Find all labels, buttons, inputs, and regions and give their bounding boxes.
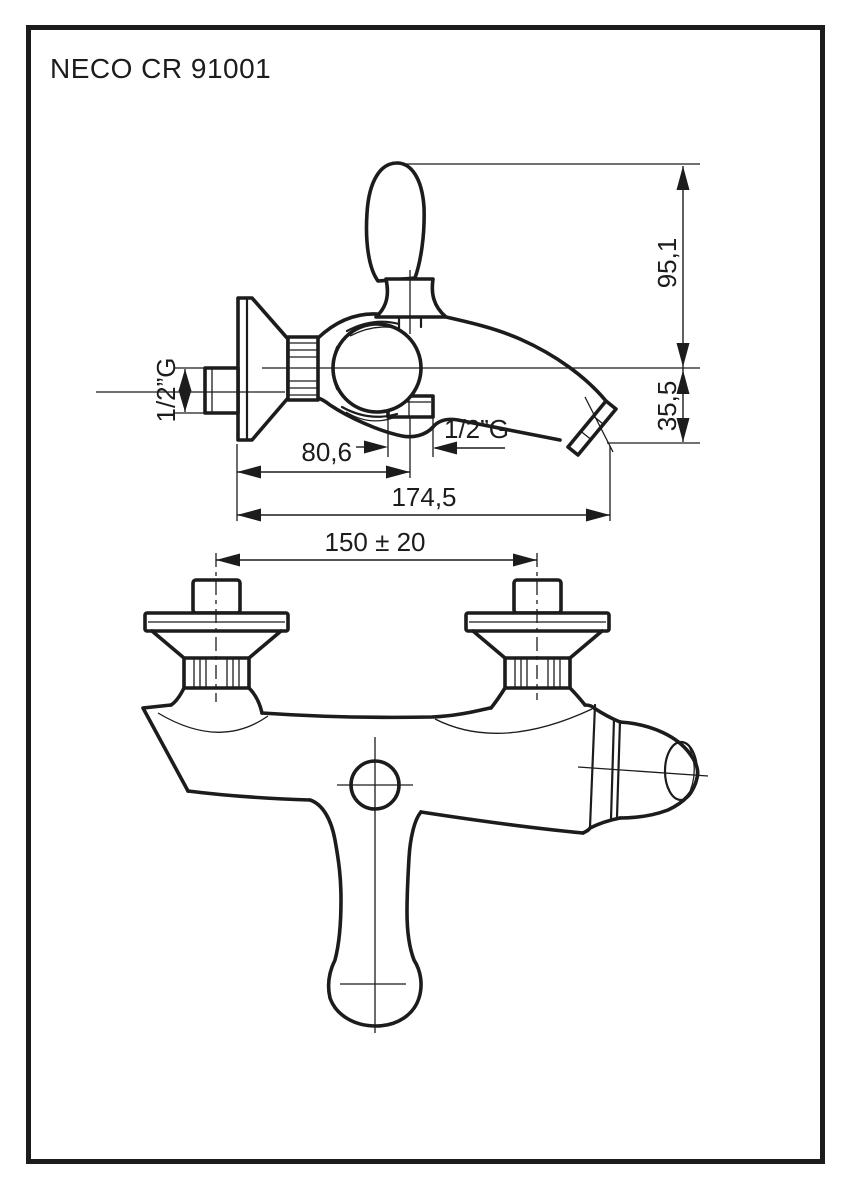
- arrowhead: [386, 465, 410, 479]
- arrowhead: [676, 166, 690, 190]
- dimension-80-6: 80,6: [236, 418, 411, 521]
- body-inner-arc-left: [157, 712, 269, 733]
- spout-top-view: [577, 703, 709, 835]
- dim-35-5-value: 35,5: [652, 381, 682, 432]
- inlet-nipple: [203, 366, 240, 415]
- spout-underside: [316, 396, 562, 442]
- spout-nose: [618, 720, 700, 820]
- inlet-thread-label: 1/2”G: [151, 357, 181, 422]
- dim-174-5-value: 174,5: [391, 482, 456, 512]
- body-tail: [141, 703, 190, 793]
- cap-crescent-bottom: [340, 405, 399, 418]
- dimension-inlet-thread: 1/2”G: [151, 357, 204, 423]
- dimension-35-5: 35,5: [652, 370, 690, 442]
- dimension-95-1: 95,1: [402, 163, 700, 444]
- front-view-drawing: 150 ± 20: [141, 527, 709, 1033]
- product-title: NECO CR 91001: [50, 53, 271, 84]
- arrowhead: [178, 369, 192, 391]
- dimension-174-5: 174,5: [237, 446, 611, 522]
- arrowhead: [364, 440, 388, 454]
- outlet-thread-label: 1/2”G: [444, 414, 509, 444]
- arrowhead: [586, 508, 610, 522]
- spout-aerator: [566, 396, 618, 457]
- handle-collar: [374, 277, 448, 319]
- spout: [444, 315, 608, 403]
- dim-95-1-value: 95,1: [652, 238, 682, 289]
- arrowhead: [433, 441, 457, 455]
- handle-lever: [364, 161, 426, 283]
- dim-150-20-value: 150 ± 20: [324, 527, 425, 557]
- arrowhead: [513, 553, 537, 567]
- drawing-border: [26, 25, 825, 1164]
- arrowhead: [178, 390, 192, 412]
- wall-escutcheon: [236, 296, 290, 442]
- dim-80-6-value: 80,6: [301, 437, 352, 467]
- cap-crescent-top: [345, 320, 401, 333]
- cap-crescent-bottom-inner: [345, 411, 394, 422]
- handle-top-view: [308, 798, 423, 1028]
- body-inner-arc-right: [434, 708, 593, 734]
- side-view-drawing: [96, 161, 700, 457]
- arrowhead: [237, 465, 261, 479]
- dimension-150-20: 150 ± 20: [216, 527, 537, 567]
- arrowhead: [237, 508, 261, 522]
- arrowhead: [676, 343, 690, 367]
- mixer-body-top-view: [141, 703, 596, 802]
- dimension-outlet-thread: 1/2”G: [432, 414, 509, 457]
- arrowhead: [216, 553, 240, 567]
- right-inlet-union: [464, 578, 611, 710]
- arrowhead: [676, 418, 690, 442]
- body-bottom-right-edge: [419, 810, 585, 835]
- spout-centerline: [577, 766, 709, 777]
- aerator-face: [663, 740, 699, 802]
- mounting-circle: [337, 737, 413, 1033]
- valve-body: [316, 312, 379, 340]
- cap-crescent-top-inner: [349, 326, 397, 337]
- arrowhead: [676, 370, 690, 394]
